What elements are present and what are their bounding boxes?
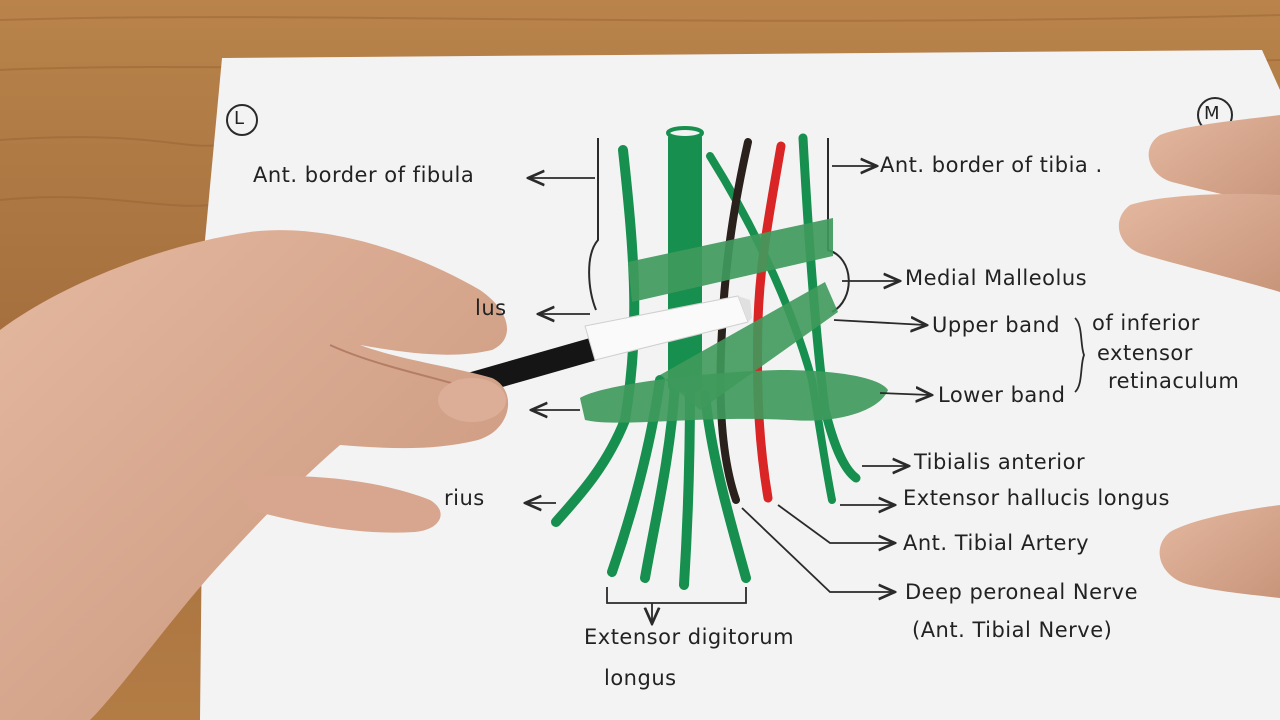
label-retinaculum-line3: retinaculum	[1108, 369, 1240, 393]
retinaculum-bracket	[1074, 317, 1085, 393]
label-tibialis-anterior: Tibialis anterior	[914, 450, 1086, 474]
label-peroneus-tertius-partial: rius	[444, 486, 485, 510]
deep-peroneal-nerve	[716, 138, 752, 504]
label-lateral-malleolus-partial: lus	[475, 296, 507, 320]
hallucis-tendon-distal	[706, 152, 836, 504]
label-medial-malleolus: Medial Malleolus	[905, 266, 1088, 290]
superior-band	[628, 218, 833, 302]
corner-circle-left	[226, 104, 258, 136]
corner-label-medial: M	[1204, 103, 1221, 124]
label-ant-border-fibula: Ant. border of fibula	[253, 163, 475, 187]
label-arrows	[527, 166, 930, 622]
right-hand	[1118, 115, 1280, 598]
lower-band-shape	[580, 370, 888, 423]
label-retinaculum-line2: extensor	[1097, 341, 1193, 365]
label-retinaculum-line1: of inferior	[1092, 311, 1200, 335]
label-upper-band: Upper band	[932, 313, 1061, 337]
label-deep-peroneal-nerve: Deep peroneal Nerve	[905, 580, 1139, 604]
fibula-border-line	[588, 138, 599, 311]
label-ant-border-tibia: Ant. border of tibia .	[880, 153, 1103, 177]
label-ant-tibial-nerve: (Ant. Tibial Nerve)	[912, 618, 1113, 642]
label-lower-band: Lower band	[938, 383, 1066, 407]
tibialis-anterior-tendon	[798, 133, 861, 483]
label-edl-line1: Extensor digitorum	[584, 625, 795, 649]
label-edl-line2: longus	[604, 666, 677, 690]
corner-label-lateral: L	[234, 108, 245, 129]
label-extensor-hallucis-longus: Extensor hallucis longus	[903, 486, 1170, 510]
left-hand	[0, 230, 509, 720]
label-ant-tibial-artery: Ant. Tibial Artery	[903, 531, 1090, 555]
